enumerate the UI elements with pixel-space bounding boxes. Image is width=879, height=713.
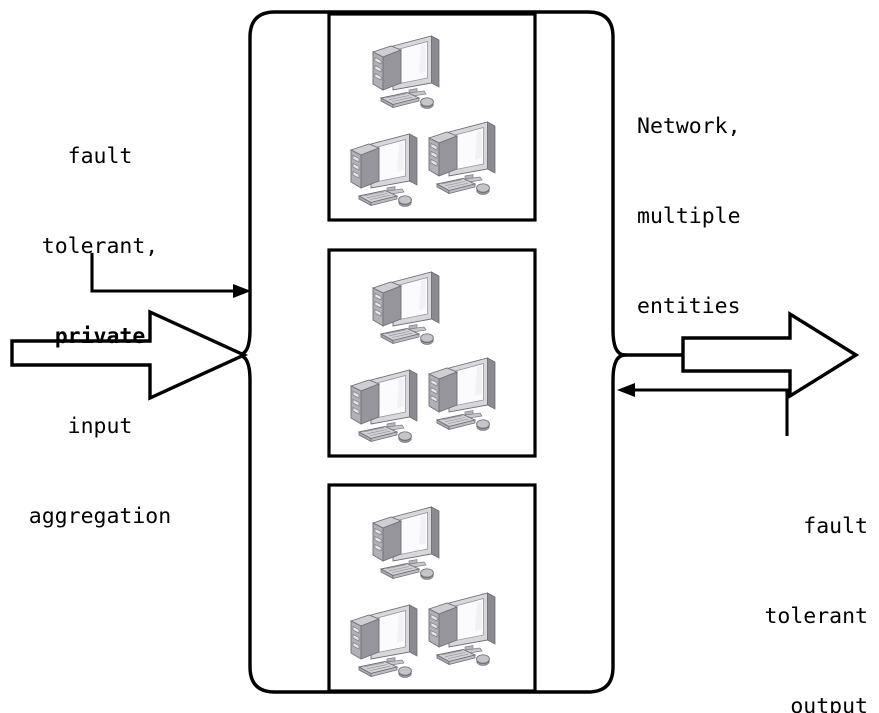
input-label-line-1: fault	[67, 144, 133, 169]
input-annotation-pointer	[90, 253, 240, 293]
output-annotation-arrowhead	[617, 383, 635, 397]
network-label-line-3: entities	[637, 294, 741, 319]
entity-box-2[interactable]	[329, 250, 535, 456]
input-label-line-4: input	[67, 414, 133, 439]
output-aggregation-label: fault tolerant output aggregation	[640, 452, 868, 713]
network-label-line-2: multiple	[637, 204, 741, 229]
entity-box-1[interactable]	[329, 14, 535, 220]
input-annotation-arrowhead	[233, 284, 251, 298]
input-label-line-2: tolerant,	[41, 234, 159, 259]
output-label-line-3: output	[790, 694, 868, 713]
output-annotation-pointer	[628, 388, 789, 436]
input-data-flow-arrow	[10, 309, 249, 401]
input-label-line-3: private	[54, 324, 146, 349]
output-label-line-2: tolerant	[764, 604, 868, 629]
input-label-line-5: aggregation	[28, 504, 172, 529]
network-label: Network, multiple entities	[637, 52, 857, 382]
entity-box-3[interactable]	[329, 485, 535, 691]
output-data-flow-arrow	[619, 310, 860, 400]
network-label-line-1: Network,	[637, 114, 741, 139]
input-aggregation-label: fault tolerant, private input aggregatio…	[0, 82, 200, 592]
output-label-line-1: fault	[803, 514, 868, 539]
